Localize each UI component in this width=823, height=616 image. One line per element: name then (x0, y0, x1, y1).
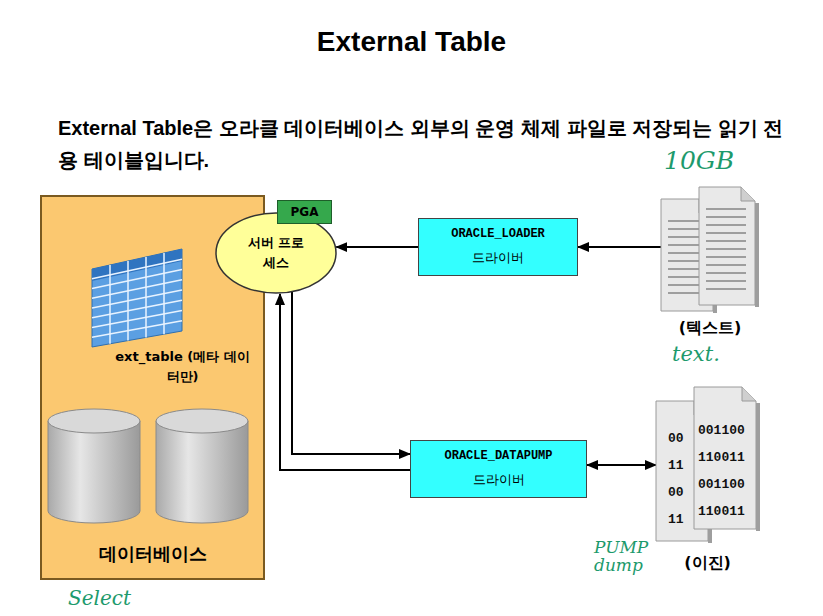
database-box: 데이터베이스서버 프로세스PGAext_table (메타 데이터만) (40, 195, 265, 580)
ext-table-icon: ext_table (메타 데이터만) (90, 247, 255, 392)
table-label: ext_table (메타 데이터만) (90, 347, 255, 387)
server-process-ellipse: 서버 프로세스 (215, 212, 337, 294)
arrow-connector (280, 294, 410, 470)
binary-digits: 001100 (698, 478, 745, 492)
binary-digits: 00 (668, 486, 684, 500)
binary-pages (650, 385, 765, 545)
handwritten-note: 10GB (664, 146, 734, 175)
pga-label: PGA (291, 205, 319, 219)
binary-digits: 00 (668, 432, 684, 446)
handwritten-note: text. (672, 342, 720, 366)
driver-box: ORACLE_LOADER 드라이버 (418, 218, 578, 276)
driver-name: ORACLE_LOADER (429, 227, 567, 241)
driver-name: ORACLE_DATAPUMP (421, 449, 576, 463)
binary-digits: 001100 (698, 424, 745, 438)
arrow-connector (587, 464, 656, 466)
driver-label: 드라이버 (429, 249, 567, 267)
handwritten-note: PUMP dump (594, 538, 670, 574)
pga-box: PGA (277, 200, 332, 224)
table-picture (90, 247, 255, 347)
binary-digits: 11 (668, 513, 684, 527)
handwritten-note: Select (68, 586, 131, 610)
binary-digits: 110011 (698, 451, 745, 465)
database-label: 데이터베이스 (42, 542, 263, 566)
ellipse-outline (215, 212, 337, 294)
diagram-title: External Table (0, 26, 823, 58)
driver-label: 드라이버 (421, 471, 576, 489)
file-label: (이진) (650, 553, 765, 574)
arrow-connector (336, 246, 418, 248)
file-label: (텍스트) (655, 318, 765, 339)
binary-digits: 11 (668, 459, 684, 473)
driver-box: ORACLE_DATAPUMP 드라이버 (410, 440, 587, 498)
text-pages (655, 185, 765, 315)
arrow-connector (292, 292, 410, 454)
text-file-icon: (텍스트) (655, 185, 765, 345)
process-label: 서버 프로세스 (243, 233, 309, 273)
binary-digits: 110011 (698, 505, 745, 519)
